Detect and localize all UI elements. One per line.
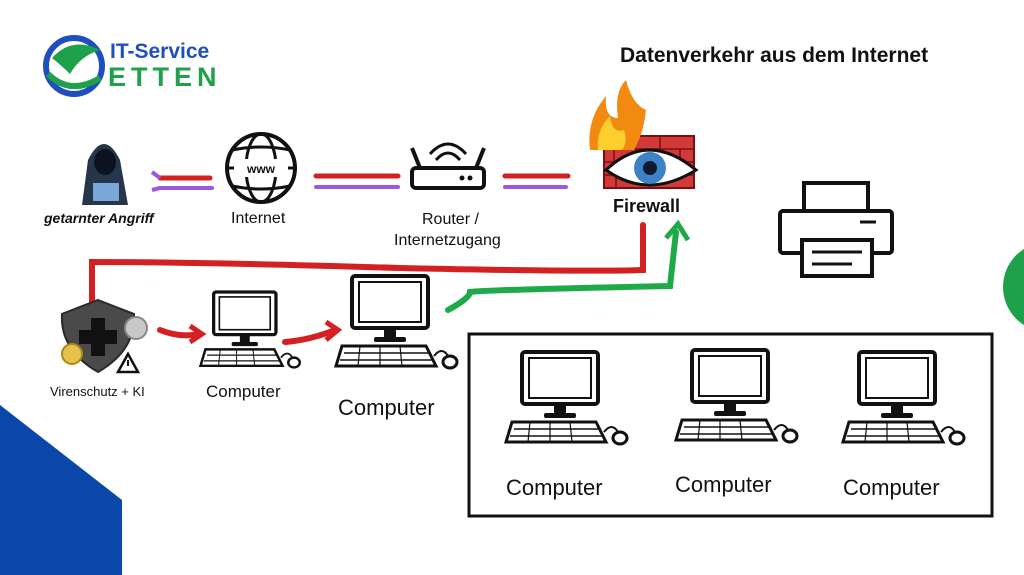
attacker-label: getarnter Angriff — [44, 210, 154, 226]
brand-name-line2: ETTEN — [108, 62, 222, 92]
router-label-line2: Internetzugang — [394, 232, 501, 249]
router-label-line1: Router / — [422, 211, 479, 228]
computer-main-label: Computer — [338, 395, 435, 420]
firewall-label: Firewall — [613, 196, 681, 216]
connection-lines — [89, 170, 691, 345]
brand-logo-icon — [43, 35, 105, 97]
network-computer-label: Computer — [675, 472, 772, 497]
router-icon — [410, 142, 486, 190]
side-green-shape — [1003, 248, 1024, 326]
hacker-icon — [82, 144, 128, 205]
network-computer-label: Computer — [843, 475, 940, 500]
diagram-title: Datenverkehr aus dem Internet — [620, 44, 929, 67]
www-label: www — [246, 162, 276, 176]
computer-icon — [334, 274, 459, 370]
corner-blue-shape — [0, 405, 122, 575]
shield-virus-icon — [60, 298, 148, 374]
network-computer-label: Computer — [506, 475, 603, 500]
computer-icon — [198, 290, 302, 370]
internet-label: Internet — [231, 210, 286, 227]
computer-small-label: Computer — [206, 382, 281, 401]
brand-name-line1: IT-Service — [110, 40, 210, 63]
printer-icon — [778, 181, 894, 278]
antivirus-label: Virenschutz + KI — [50, 384, 145, 399]
globe-icon — [225, 132, 297, 204]
firewall-eye-icon — [589, 80, 699, 189]
